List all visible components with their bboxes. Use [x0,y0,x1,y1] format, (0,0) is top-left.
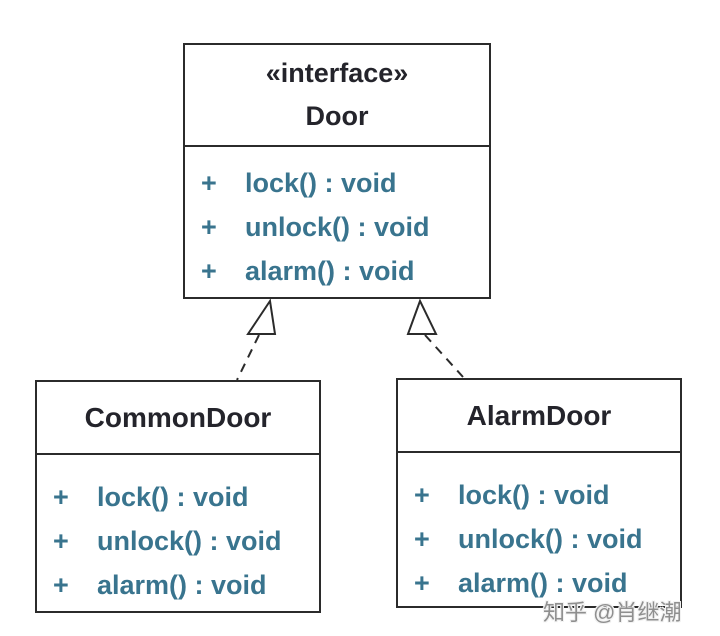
interface-door-header: «interface» Door [185,45,489,147]
method-row: + unlock() : void [414,517,680,561]
realization-dashed-line-right [424,334,464,378]
method-visibility: + [53,569,69,600]
interface-door-box: «interface» Door + lock() : void + unloc… [183,43,491,299]
realization-dashed-line-left [236,334,260,381]
interface-door-methods: + lock() : void + unlock() : void + alar… [185,147,489,293]
method-visibility: + [201,167,217,198]
method-visibility: + [201,211,217,242]
method-signature: unlock() : void [458,523,643,554]
method-row: + lock() : void [53,475,319,519]
method-row: + alarm() : void [53,563,319,607]
method-visibility: + [414,567,430,598]
method-signature: alarm() : void [97,569,267,600]
method-signature: unlock() : void [97,525,282,556]
method-row: + lock() : void [414,473,680,517]
method-visibility: + [53,525,69,556]
method-signature: lock() : void [97,481,249,512]
method-signature: lock() : void [458,479,610,510]
class-commondoor-header: CommonDoor [37,382,319,455]
method-signature: unlock() : void [245,211,430,242]
method-signature: alarm() : void [245,255,415,286]
method-visibility: + [414,479,430,510]
method-visibility: + [414,523,430,554]
method-signature: lock() : void [245,167,397,198]
method-row: + unlock() : void [53,519,319,563]
method-row: + unlock() : void [201,205,489,249]
class-name: CommonDoor [84,401,272,433]
class-name: AlarmDoor [466,399,612,431]
class-alarmdoor-box: AlarmDoor + lock() : void + unlock() : v… [396,378,682,608]
realization-arrowhead-left [246,298,277,335]
interface-stereotype: «interface» [265,58,409,88]
class-commondoor-box: CommonDoor + lock() : void + unlock() : … [35,380,321,613]
class-alarmdoor-methods: + lock() : void + unlock() : void + alar… [398,453,680,605]
class-alarmdoor-header: AlarmDoor [398,380,680,453]
realization-arrowhead-right [406,298,438,335]
interface-name: Door [305,101,369,131]
watermark: 知乎 @肖继潮 [543,600,682,625]
method-row: + lock() : void [201,161,489,205]
method-signature: alarm() : void [458,567,628,598]
method-visibility: + [201,255,217,286]
class-commondoor-methods: + lock() : void + unlock() : void + alar… [37,455,319,607]
method-visibility: + [53,481,69,512]
method-row: + alarm() : void [414,561,680,605]
method-row: + alarm() : void [201,249,489,293]
